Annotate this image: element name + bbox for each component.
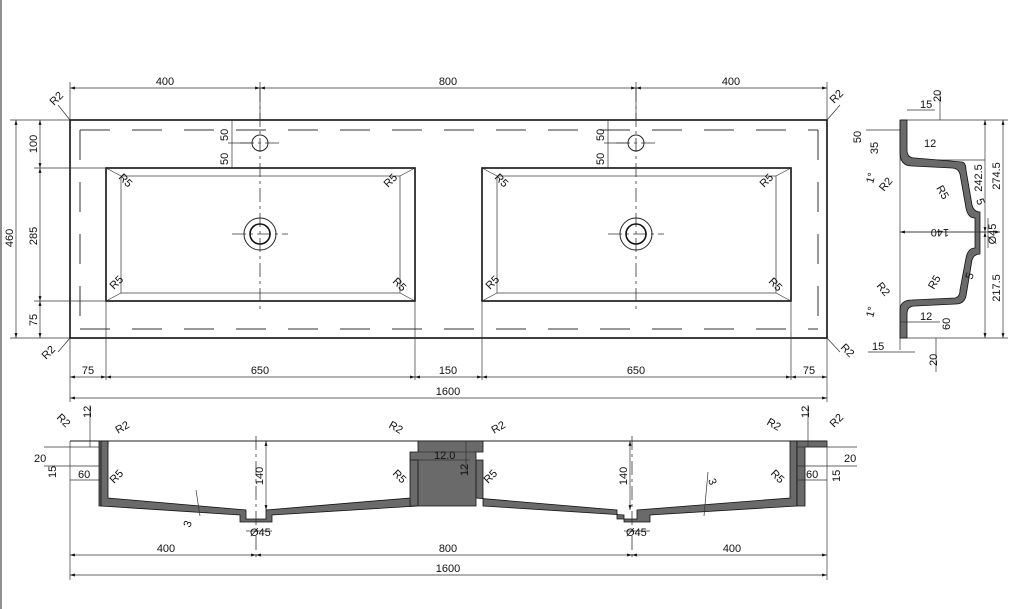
right-drain-outer [619, 217, 653, 251]
side-bottom-label-4: 20 [928, 354, 940, 366]
front-r2-outer-left: R2 [54, 412, 72, 430]
side-slope-bottom: 1° [864, 305, 878, 318]
front-r2-inner-left: R2 [114, 419, 132, 436]
plan-top-dim-1: 400 [156, 76, 174, 88]
side-thickness-top: 5 [973, 197, 986, 207]
front-r2-mid-right: R2 [490, 419, 508, 436]
left-bowl-r5-bl: R5 [108, 274, 126, 292]
plan-bottom-dim-2: 650 [251, 365, 269, 377]
left-bowl [105, 167, 416, 302]
side-shell-profile [899, 119, 981, 339]
front-drain-left: Ø45 [250, 527, 271, 539]
front-rim-right-12: 12 [800, 406, 812, 418]
left-bowl-r5-tr: R5 [382, 172, 400, 190]
left-tap-dim-1: 50 [219, 129, 231, 141]
side-drain-label: Ø45 [987, 224, 999, 245]
left-tap-dim-2: 50 [219, 153, 231, 165]
plan-top-dim-2: 800 [439, 76, 457, 88]
plan-bottom-dim-3: 150 [439, 365, 457, 377]
right-bowl-r5-bl: R5 [484, 274, 502, 292]
plan-top-dim-3: 400 [722, 76, 740, 88]
front-drain-right: Ø45 [626, 527, 647, 539]
plan-corner-r-br: R2 [838, 342, 856, 360]
side-depth-label: 140 [931, 226, 949, 238]
side-top-label-1: 15 [920, 99, 932, 111]
side-top-label-2: 20 [932, 90, 944, 102]
side-thickness-bottom: 5 [964, 271, 977, 281]
plan-height-bowl: 285 [28, 227, 40, 245]
plan-corner-r-bl: R2 [40, 344, 58, 362]
front-r2-inner-right: R2 [765, 416, 783, 433]
front-rim-right-60: 60 [806, 469, 818, 481]
front-rim-right-20: 20 [844, 453, 856, 465]
plan-height-top: 100 [28, 135, 40, 153]
side-left-label-2: 35 [869, 142, 881, 154]
side-r2-bottom: R2 [874, 280, 892, 298]
side-bottom-label-2: 60 [941, 318, 953, 330]
plan-corner-r-tr: R2 [828, 88, 846, 106]
side-slope-top: 1° [864, 171, 878, 184]
right-bowl-inner [496, 175, 777, 294]
front-bottom-dim-1: 400 [157, 543, 175, 555]
front-mid-rim-width: 12.0 [434, 450, 455, 462]
plan-bottom-dim-5: 75 [803, 365, 815, 377]
front-overall-width: 1600 [436, 563, 460, 575]
plan-corner-r-tl: R2 [48, 90, 66, 108]
side-left-label-1: 50 [852, 131, 864, 143]
side-right-label-2: 274.5 [991, 162, 1003, 190]
front-r2-mid-left: R2 [387, 419, 405, 436]
front-mid-rim-12: 12 [459, 464, 471, 476]
side-r5-top: R5 [933, 184, 950, 202]
plan-overall-width: 1600 [436, 386, 460, 398]
countertop-outline [69, 119, 828, 339]
right-bowl-r5-br: R5 [766, 276, 784, 294]
plan-height-front: 75 [28, 314, 40, 326]
front-bowls-shell [100, 440, 798, 523]
plan-height-overall: 460 [4, 229, 16, 247]
right-drain-inner [625, 223, 647, 245]
side-bottom-label-3: 15 [872, 341, 884, 353]
front-section: 140 140 Ø45 Ø45 3 3 R2 R2 R5 R2 R5 R2 R5… [34, 405, 857, 580]
side-section: 140 Ø45 15 20 50 35 12 242.5 274.5 217.5… [852, 90, 1008, 372]
front-r5-mid-right: R5 [482, 468, 500, 486]
front-rim-left-12: 12 [82, 406, 94, 418]
front-bottom-dim-2: 800 [439, 543, 457, 555]
front-depth-right: 140 [618, 467, 630, 485]
side-r2-top: R2 [877, 175, 895, 193]
right-tap-dim-2: 50 [595, 153, 607, 165]
right-tap-dim-1: 50 [595, 129, 607, 141]
right-bowl [481, 167, 792, 302]
plan-view: 400 800 400 R2 R2 R2 R2 R5 R5 R5 R5 R5 R… [4, 76, 856, 402]
side-bottom-label-1: 12 [920, 311, 932, 323]
plan-bottom-dim-4: 650 [627, 365, 645, 377]
front-thickness-left: 3 [182, 519, 195, 529]
front-rim-left-60: 60 [78, 469, 90, 481]
plan-bottom-dim-1: 75 [82, 365, 94, 377]
side-left-label-3: 12 [924, 138, 936, 150]
front-bottom-dim-3: 400 [723, 543, 741, 555]
side-right-label-3: 217.5 [991, 274, 1003, 302]
front-r2-outer-right: R2 [828, 412, 846, 430]
front-rim-left-15: 15 [47, 466, 59, 478]
front-thickness-right: 3 [705, 477, 718, 487]
front-rim-right-15: 15 [831, 470, 843, 482]
left-bowl-inner [120, 175, 401, 294]
right-bowl-r5-tr: R5 [758, 172, 776, 190]
left-drain-outer [243, 217, 277, 251]
front-r5-left: R5 [108, 468, 126, 486]
front-rim-left-20: 20 [34, 453, 46, 465]
left-bowl-r5-br: R5 [390, 276, 408, 294]
left-bowl-outer [105, 167, 416, 302]
right-bowl-outer [481, 167, 792, 302]
side-right-label-1: 242.5 [973, 164, 985, 192]
side-r5-bottom: R5 [926, 273, 943, 291]
left-drain-inner [249, 223, 271, 245]
front-depth-left: 140 [254, 467, 266, 485]
front-r5-mid-left: R5 [390, 468, 408, 486]
front-r5-right: R5 [768, 468, 786, 486]
